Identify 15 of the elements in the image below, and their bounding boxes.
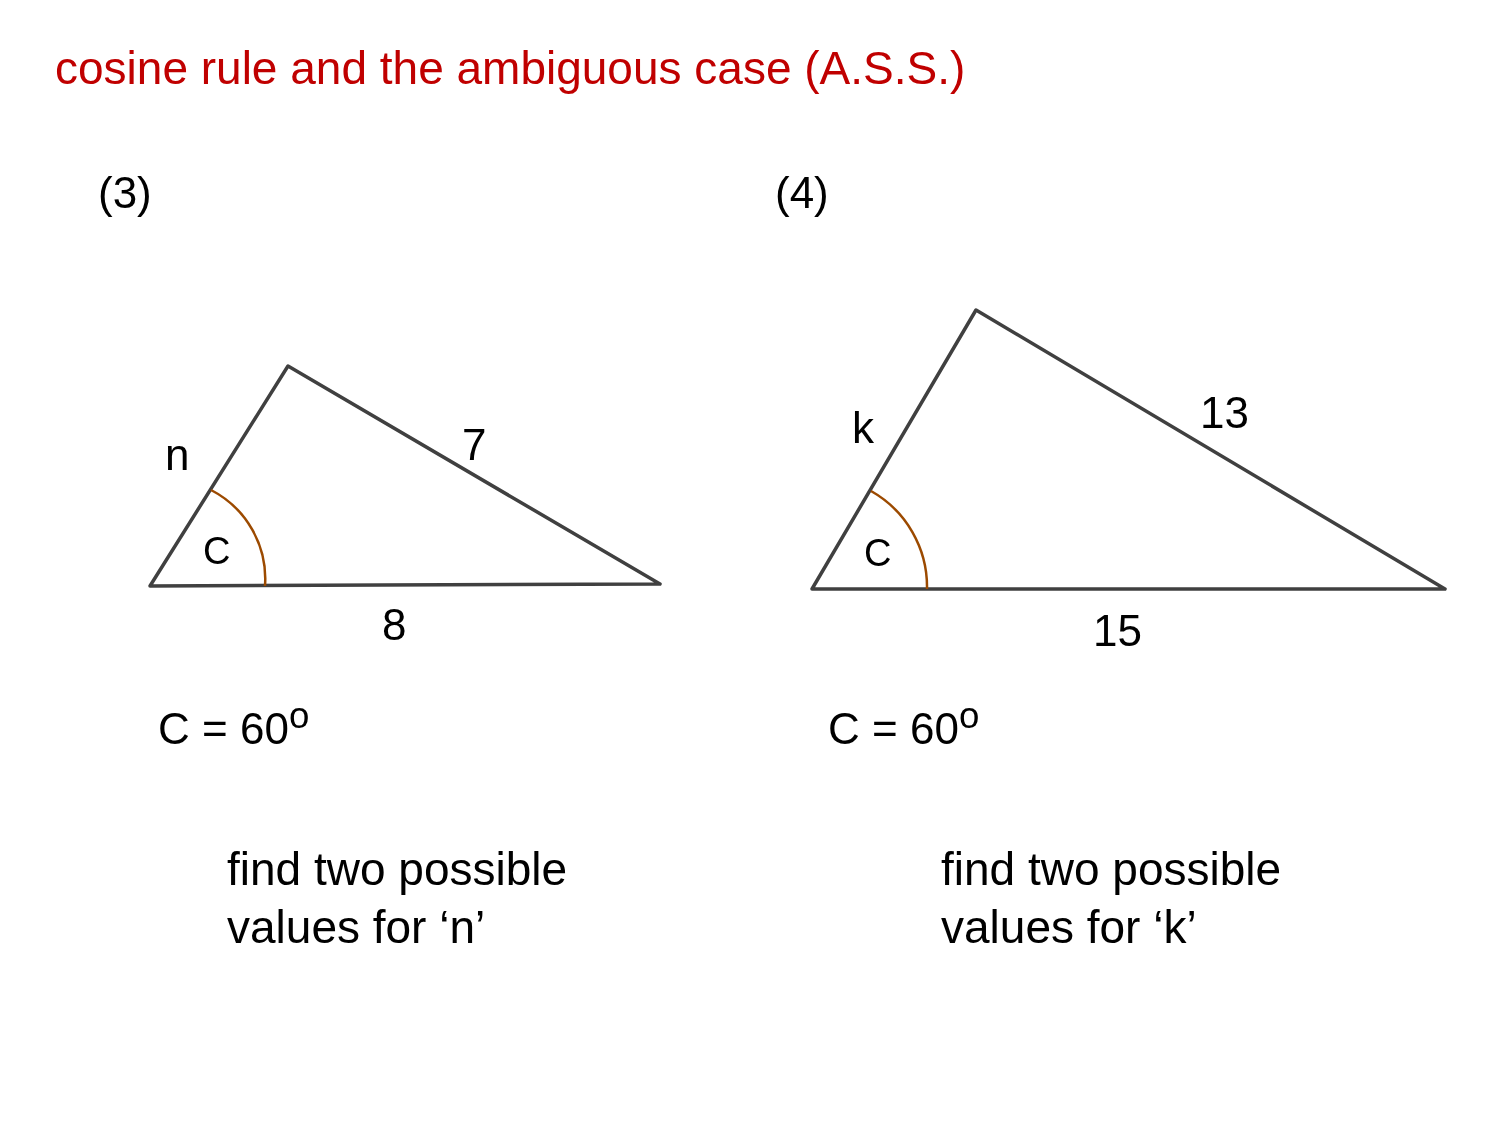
side-label: 7 xyxy=(462,420,487,471)
panel-number: (3) xyxy=(98,168,152,219)
side-label: k xyxy=(852,403,874,454)
side-label: n xyxy=(165,430,190,481)
angle-value: C = 60$^{o}$ xyxy=(828,695,980,755)
side-label: 13 xyxy=(1200,388,1249,439)
title: cosine rule and the ambiguous case (A.S.S.) xyxy=(55,42,966,95)
side-label: 8 xyxy=(382,600,407,651)
panel-number: (4) xyxy=(775,168,829,219)
angle-label: C xyxy=(203,530,231,574)
angle-label: C xyxy=(864,532,892,576)
instruction-text: find two possible values for ‘n’ xyxy=(227,842,569,955)
instruction-text: find two possible values for ‘k’ xyxy=(941,842,1283,955)
angle-value: C = 60$^{o}$ xyxy=(158,695,310,755)
side-label: 15 xyxy=(1093,606,1142,657)
